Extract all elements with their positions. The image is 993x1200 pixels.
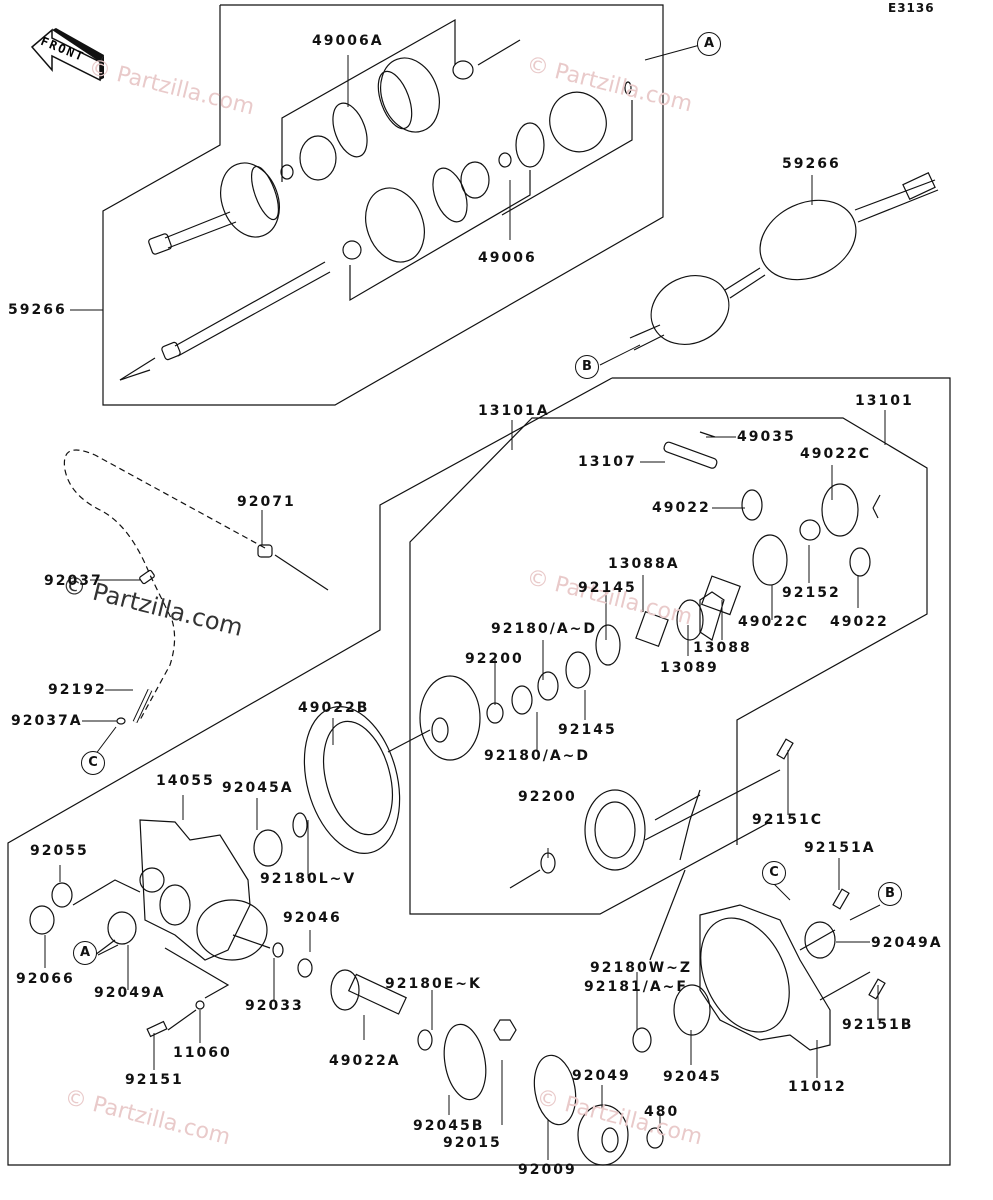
callout-a: A xyxy=(697,32,721,56)
part-label[interactable]: 92066 xyxy=(16,971,75,987)
part-label[interactable]: 49022C xyxy=(800,446,871,462)
part-label[interactable]: 92151C xyxy=(752,812,823,828)
part-label[interactable]: 92033 xyxy=(245,998,304,1014)
part-label[interactable]: 92180/A~D xyxy=(491,621,598,637)
part-label[interactable]: 13089 xyxy=(660,660,719,676)
part-label[interactable]: 92046 xyxy=(283,910,342,926)
part-label[interactable]: 92151B xyxy=(842,1017,914,1033)
boot-lower xyxy=(281,18,633,302)
part-label[interactable]: 92009 xyxy=(518,1162,577,1178)
part-label[interactable]: 49022B xyxy=(298,700,370,716)
part-92037-clip xyxy=(139,569,155,585)
part-label[interactable]: 11012 xyxy=(788,1079,847,1095)
part-label[interactable]: 49022 xyxy=(830,614,889,630)
part-label[interactable]: 92071 xyxy=(237,494,296,510)
callout-c: C xyxy=(81,751,105,775)
part-label[interactable]: 49022 xyxy=(652,500,711,516)
ring-gear-49022B xyxy=(303,706,401,854)
part-label[interactable]: 13101A xyxy=(478,403,550,419)
part-label[interactable]: 92200 xyxy=(518,789,577,805)
part-label[interactable]: 92037A xyxy=(11,713,83,729)
shaft-left-inner xyxy=(119,261,331,381)
part-label[interactable]: 92180L~V xyxy=(260,871,357,887)
cover-11012 xyxy=(509,738,886,1053)
part-label[interactable]: 13088A xyxy=(608,556,680,572)
callout-b: B xyxy=(575,355,599,379)
group-box-13101 xyxy=(622,417,928,845)
part-label[interactable]: 59266 xyxy=(8,302,67,318)
part-label[interactable]: 92145 xyxy=(558,722,617,738)
diff-case xyxy=(387,675,481,761)
part-92071-fitting xyxy=(257,544,273,558)
part-label[interactable]: 92045A xyxy=(222,780,294,796)
part-label[interactable]: 13101 xyxy=(855,393,914,409)
part-label[interactable]: 13107 xyxy=(578,454,637,470)
callout-a: A xyxy=(73,941,97,965)
part-label[interactable]: 49006A xyxy=(312,33,384,49)
part-label[interactable]: 11060 xyxy=(173,1045,232,1061)
part-label[interactable]: 92015 xyxy=(443,1135,502,1151)
part-label[interactable]: 92055 xyxy=(30,843,89,859)
part-label[interactable]: 92049A xyxy=(94,985,166,1001)
breather-hose xyxy=(63,449,266,721)
group-box-13101A xyxy=(7,377,951,1166)
part-label[interactable]: 480 xyxy=(644,1104,680,1120)
pinion-group xyxy=(330,969,664,1166)
part-label[interactable]: 92200 xyxy=(465,651,524,667)
callout-b: B xyxy=(878,882,902,906)
diagram-code: E3136 xyxy=(888,1,935,15)
part-label[interactable]: 92045 xyxy=(663,1069,722,1085)
part-label[interactable]: 92049 xyxy=(572,1068,631,1084)
part-label[interactable]: 92180E~K xyxy=(385,976,482,992)
shaft-left-outer xyxy=(148,162,280,255)
part-label[interactable]: 49035 xyxy=(737,429,796,445)
part-label[interactable]: 92181/A~F xyxy=(584,979,688,995)
group-box-13101-lower xyxy=(409,417,771,915)
part-label[interactable]: 92192 xyxy=(48,682,107,698)
leader-lines xyxy=(44,44,886,1160)
part-label[interactable]: 92151 xyxy=(125,1072,184,1088)
housing-14055 xyxy=(29,812,313,1038)
part-label[interactable]: 92180W~Z xyxy=(590,960,693,976)
part-label[interactable]: 59266 xyxy=(782,156,841,172)
part-label[interactable]: 13088 xyxy=(693,640,752,656)
callout-c: C xyxy=(762,861,786,885)
part-label[interactable]: 92145 xyxy=(578,580,637,596)
diff-internals xyxy=(486,431,881,724)
part-label[interactable]: 92037 xyxy=(44,573,103,589)
part-label[interactable]: 14055 xyxy=(156,773,215,789)
group-box-driveshaft xyxy=(102,4,664,406)
part-label[interactable]: 49006 xyxy=(478,250,537,266)
part-label[interactable]: 92049A xyxy=(871,935,943,951)
part-label[interactable]: 92151A xyxy=(804,840,876,856)
front-arrow-icon xyxy=(30,28,104,82)
part-label[interactable]: 92180/A~D xyxy=(484,748,591,764)
shaft-right xyxy=(629,172,939,351)
boot-upper xyxy=(280,39,521,181)
part-label[interactable]: 49022C xyxy=(738,614,809,630)
part-label[interactable]: 92045B xyxy=(413,1118,485,1134)
part-label[interactable]: 49022A xyxy=(329,1053,401,1069)
part-label[interactable]: 92152 xyxy=(782,585,841,601)
